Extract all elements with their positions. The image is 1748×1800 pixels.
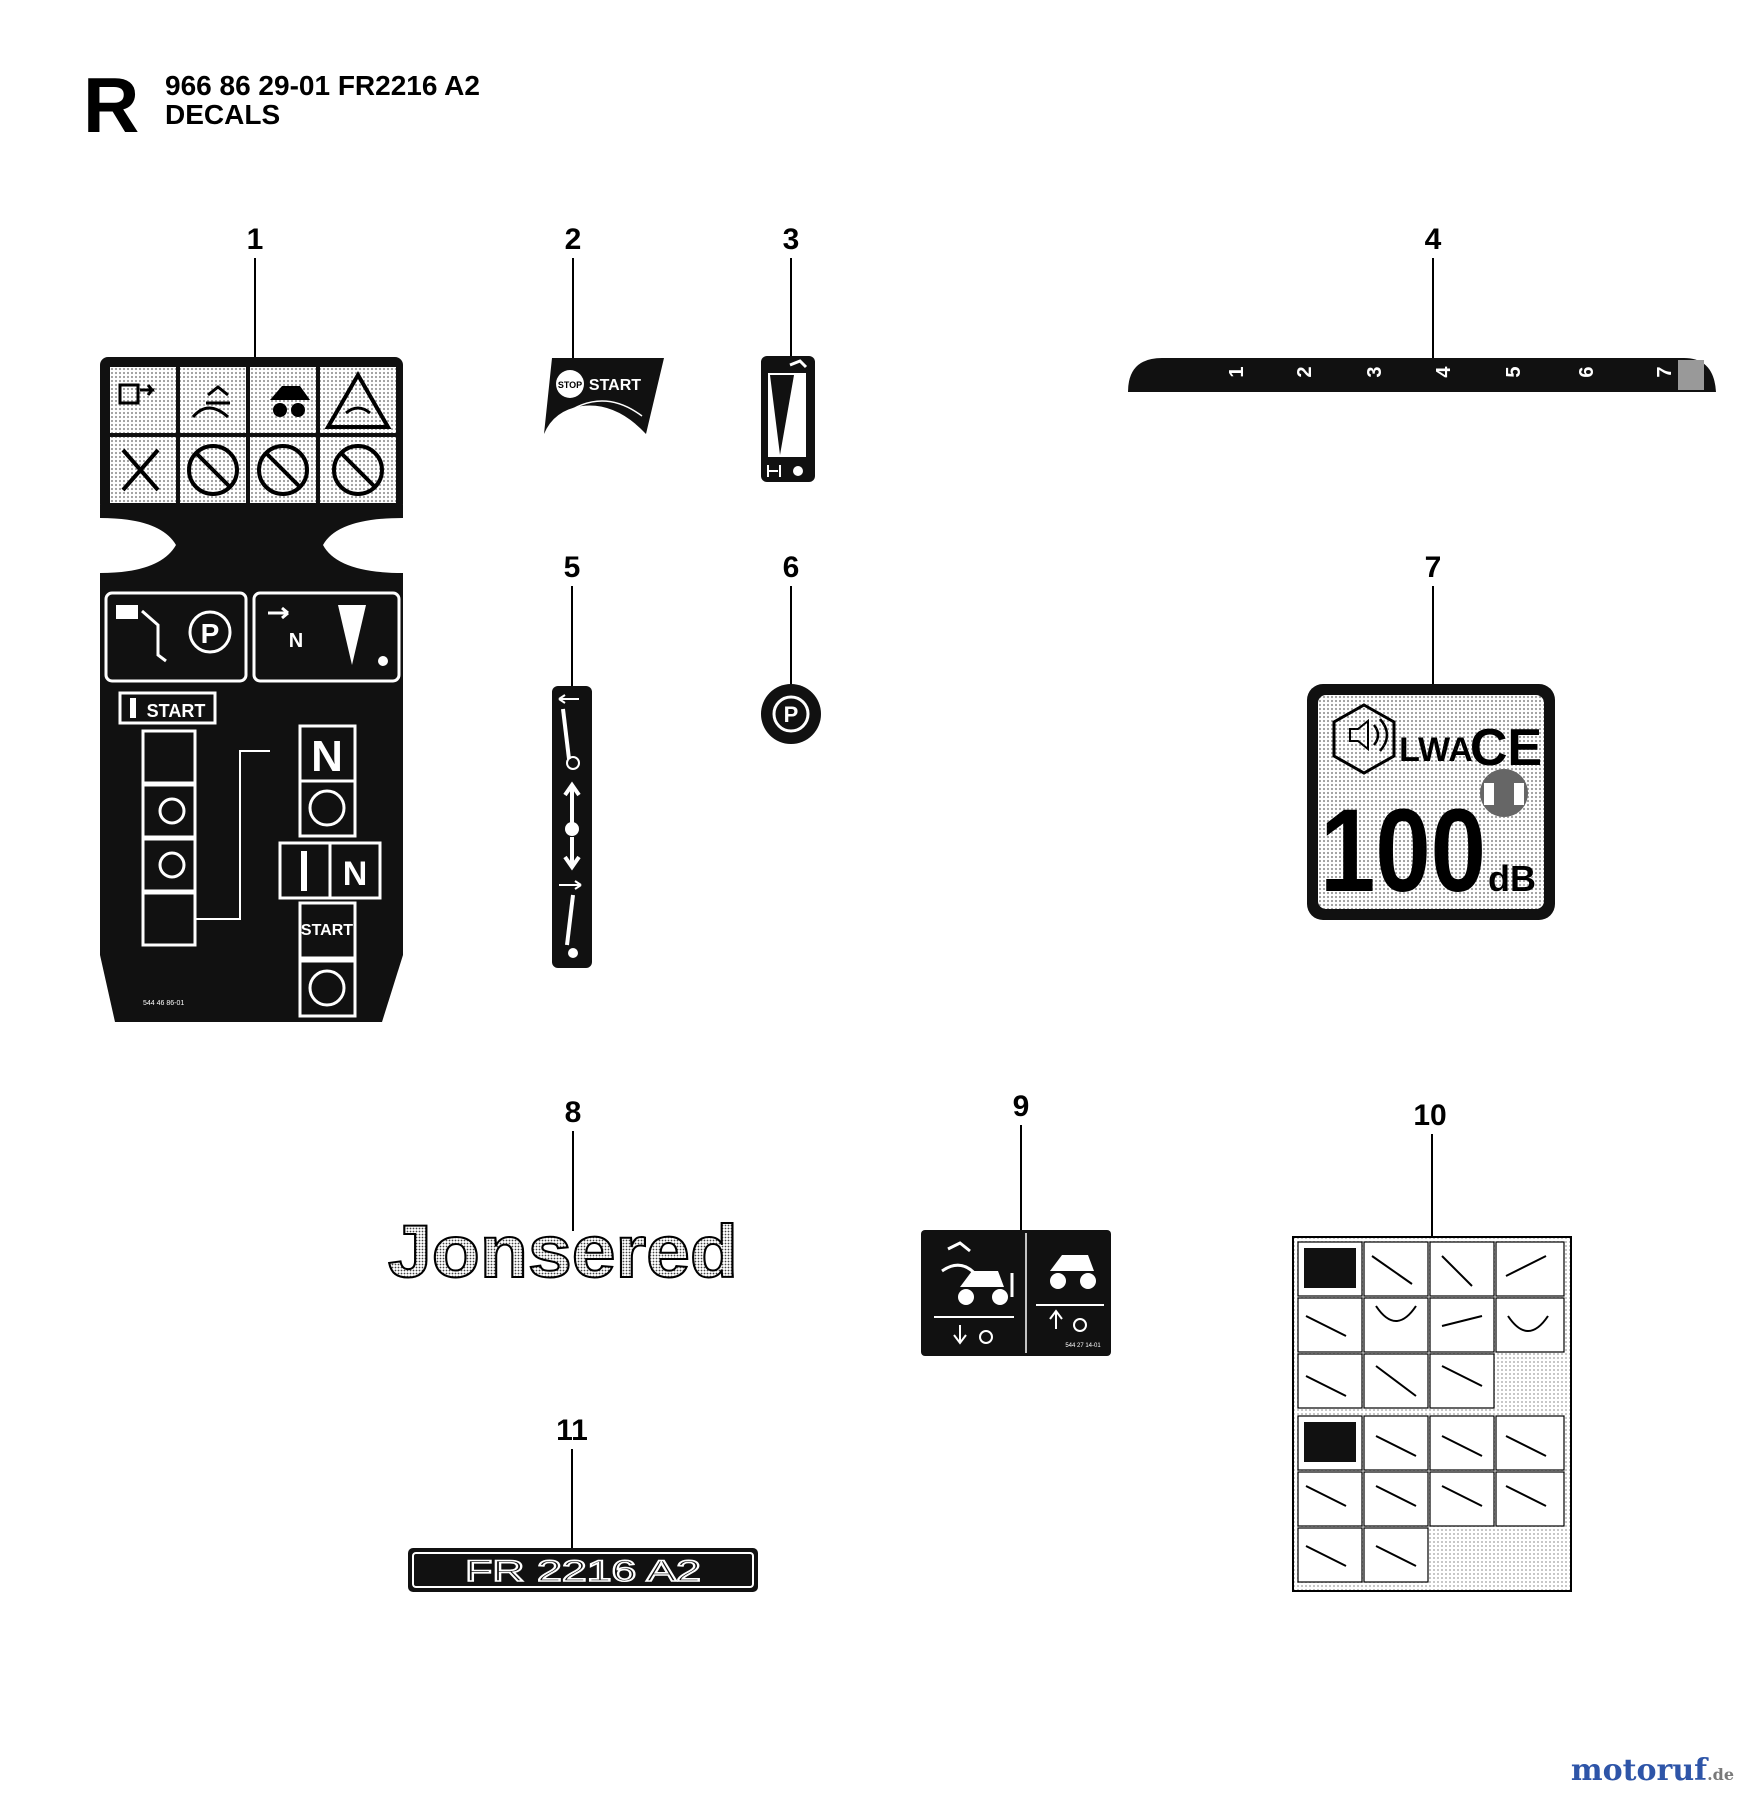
decal-5-lift-lever-strip (552, 686, 592, 968)
callout-2: 2 (564, 223, 582, 256)
svg-text:5: 5 (1503, 366, 1525, 377)
callout-9: 9 (1012, 1090, 1030, 1123)
svg-text:LWA: LWA (1399, 731, 1473, 769)
callout-11: 11 (556, 1414, 588, 1447)
svg-text:7: 7 (1654, 366, 1676, 377)
svg-text:CE: CE (1470, 719, 1542, 777)
decal-9-lift-instructions: 544 27 14-01 (921, 1230, 1111, 1356)
decal-7-noise-level: LWA CE 100 dB (1307, 684, 1555, 920)
svg-text:4: 4 (1433, 366, 1455, 378)
svg-text:3: 3 (1364, 366, 1386, 377)
decal-11-model-plate: FR 2216 A2 (408, 1548, 758, 1592)
svg-text:P: P (784, 702, 799, 727)
svg-text:544 46 86-01: 544 46 86-01 (143, 1000, 184, 1007)
callout-3: 3 (782, 223, 800, 256)
leader-line-7 (1432, 586, 1434, 686)
part-number-line: 966 86 29-01 FR2216 A2 (165, 70, 480, 101)
leader-line-10 (1431, 1134, 1433, 1239)
decal-6-parking-round: P (761, 684, 821, 744)
leader-line-11 (571, 1449, 573, 1549)
svg-text:N: N (289, 630, 303, 652)
leader-line-8 (572, 1131, 574, 1231)
callout-6: 6 (782, 551, 800, 584)
decal-8-jonsered-logo: Jonsered (387, 1215, 739, 1287)
leader-line-1 (254, 258, 256, 358)
leader-line-2 (572, 258, 574, 362)
svg-text:100: 100 (1320, 785, 1486, 917)
svg-text:544 27 14-01: 544 27 14-01 (1065, 1343, 1101, 1349)
decal-4-height-scale: 1 2 3 4 5 6 7 (1128, 358, 1716, 392)
svg-text:dB: dB (1488, 858, 1536, 899)
watermark-name: motoruf (1570, 1753, 1708, 1788)
svg-text:1: 1 (1226, 366, 1248, 377)
leader-line-4 (1432, 258, 1434, 358)
svg-text:N: N (311, 732, 343, 781)
svg-text:START: START (301, 922, 353, 939)
decal-1-instruction-panel: P N START N N START 544 46 86-01 (100, 357, 403, 1022)
leader-line-6 (790, 586, 792, 686)
leader-line-9 (1020, 1125, 1022, 1235)
warning-pictogram-grid (110, 367, 396, 503)
callout-8: 8 (564, 1096, 582, 1129)
callout-1: 1 (246, 223, 264, 256)
watermark: motoruf.de (1571, 1753, 1734, 1788)
section-letter: R (83, 61, 140, 149)
decal-3-throttle-strip (761, 356, 815, 482)
svg-text:Jonsered: Jonsered (388, 1215, 738, 1287)
svg-text:N: N (343, 855, 368, 893)
leader-line-5 (571, 586, 573, 686)
page-title: DECALS (165, 99, 281, 130)
svg-text:START: START (589, 377, 641, 394)
decal-2-stop-start: STOP START (544, 358, 664, 434)
svg-text:START: START (147, 701, 206, 721)
decal-10-maintenance-sheet (1292, 1236, 1572, 1592)
leader-line-3 (790, 258, 792, 358)
callout-7: 7 (1424, 551, 1442, 584)
svg-text:6: 6 (1576, 366, 1598, 377)
callout-5: 5 (563, 551, 581, 584)
svg-text:STOP: STOP (558, 380, 582, 390)
callout-4: 4 (1424, 223, 1442, 256)
svg-text:2: 2 (1294, 366, 1316, 377)
watermark-tld: .de (1707, 1765, 1734, 1784)
callout-10: 10 (1413, 1099, 1447, 1132)
svg-text:FR 2216 A2: FR 2216 A2 (465, 1555, 701, 1588)
svg-text:P: P (201, 618, 220, 649)
